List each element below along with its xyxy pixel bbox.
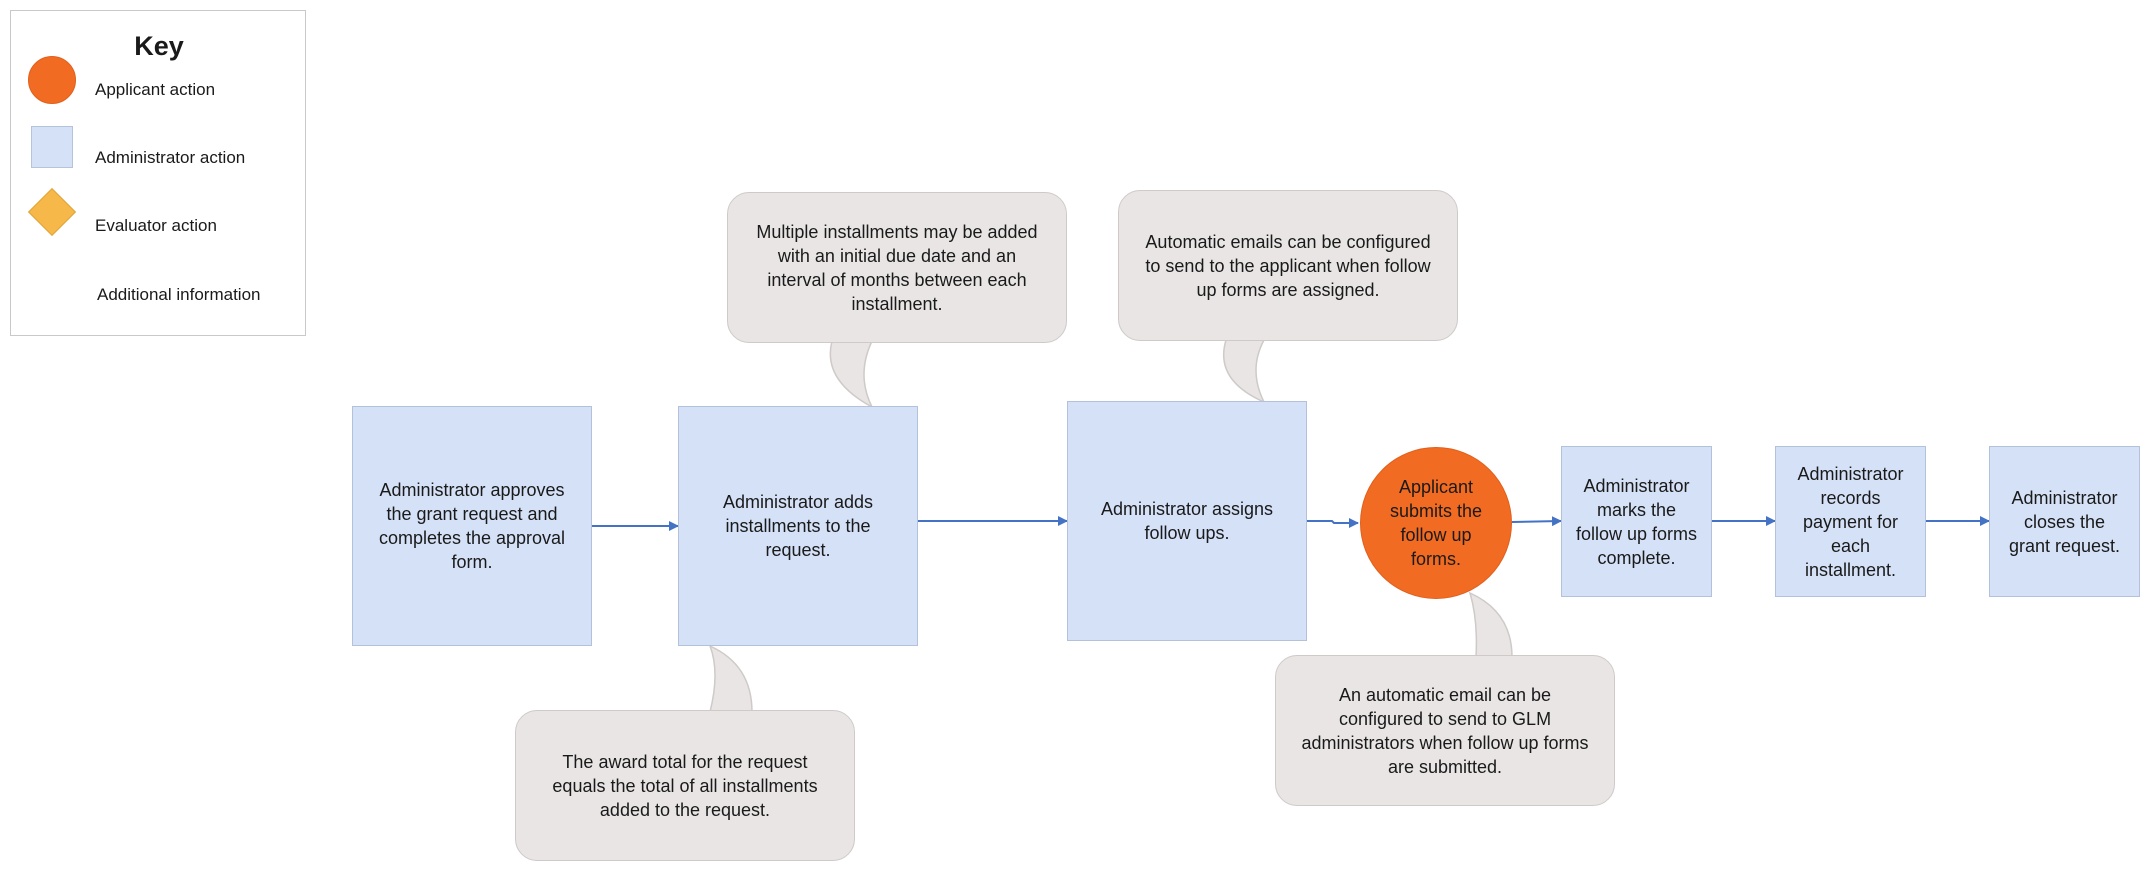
key-label-applicant: Applicant action bbox=[95, 80, 216, 99]
key-label-additional-info: Additional information bbox=[97, 285, 261, 304]
arrow-step3-to-step4 bbox=[1307, 518, 1359, 528]
key-legend: Key Applicant action Administrator actio… bbox=[10, 10, 306, 336]
arrow-step4-to-step5 bbox=[1511, 516, 1562, 527]
evaluator-diamond-icon bbox=[27, 187, 77, 237]
note-emails-on-assign: Automatic emails can be configured to se… bbox=[1118, 190, 1458, 341]
step-mark-forms-complete: Administrator marks the follow up forms … bbox=[1561, 446, 1712, 597]
step-record-payment: Administrator records payment for each i… bbox=[1775, 446, 1926, 597]
key-label-evaluator: Evaluator action bbox=[95, 216, 217, 235]
note-2-tail bbox=[708, 644, 753, 713]
key-label-administrator: Administrator action bbox=[95, 148, 246, 167]
step-approve-request: Administrator approves the grant request… bbox=[352, 406, 592, 646]
applicant-circle-icon bbox=[28, 56, 76, 104]
key-title: Key bbox=[134, 31, 184, 61]
administrator-square-icon bbox=[31, 126, 73, 168]
step-applicant-submits-forms: Applicant submits the follow up forms. bbox=[1360, 447, 1512, 599]
step-close-request: Administrator closes the grant request. bbox=[1989, 446, 2140, 597]
step-assign-follow-ups: Administrator assigns follow ups. bbox=[1067, 401, 1307, 641]
note-email-on-submit: An automatic email can be configured to … bbox=[1275, 655, 1615, 806]
note-installments-added: Multiple installments may be added with … bbox=[727, 192, 1067, 343]
note-award-total: The award total for the request equals t… bbox=[515, 710, 855, 861]
step-add-installments: Administrator adds installments to the r… bbox=[678, 406, 918, 646]
note-3-tail bbox=[1222, 339, 1266, 404]
note-4-tail bbox=[1468, 591, 1513, 658]
note-1-tail bbox=[829, 340, 874, 409]
